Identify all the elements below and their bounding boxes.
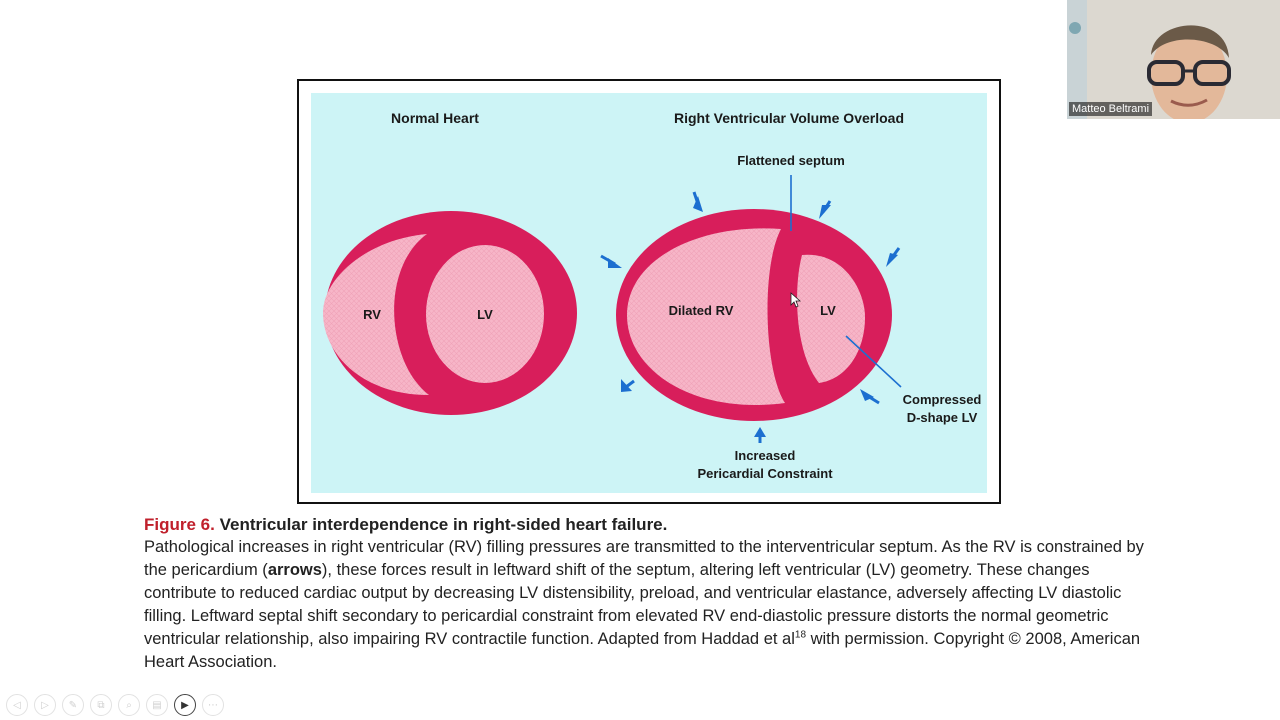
caption-arrows-word: arrows (267, 561, 322, 579)
pericardial-arrows (600, 191, 901, 443)
heart-diagram: Normal Heart Right Ventricular Volume Ov… (311, 93, 987, 493)
lv-label-overload: LV (820, 303, 836, 318)
d-shape-lv-chamber (797, 254, 865, 383)
more-icon[interactable]: ⋯ (202, 694, 224, 716)
pen-icon[interactable]: ✎ (62, 694, 84, 716)
flattened-septum-label: Flattened septum (737, 153, 845, 168)
participant-video-tile[interactable]: Matteo Beltrami (1067, 0, 1280, 119)
subtitle-icon[interactable]: ▤ (146, 694, 168, 716)
copy-icon[interactable]: ⧉ (90, 694, 112, 716)
prev-icon[interactable]: ◁ (6, 694, 28, 716)
increased-label-2: Pericardial Constraint (697, 466, 833, 481)
arrow-icon (865, 393, 880, 405)
lv-label-normal: LV (477, 307, 493, 322)
caption-text-3: with permission. Copyright © 2008, Ameri… (144, 630, 1141, 671)
caption-reference: 18 (794, 629, 807, 641)
caption-body: Pathological increases in right ventricu… (144, 536, 1154, 674)
compressed-lv-pointer-line (845, 335, 902, 388)
video-icon[interactable]: ▶ (174, 694, 196, 716)
arrow-icon (886, 253, 898, 267)
arrow-icon (692, 191, 701, 208)
caption-title-line: Figure 6. Ventricular interdependence in… (144, 513, 1154, 536)
zoom-icon[interactable]: ⌕ (118, 694, 140, 716)
arrow-icon (889, 247, 901, 260)
participant-name: Matteo Beltrami (1069, 102, 1153, 116)
normal-rv-chamber (323, 234, 429, 395)
dilated-rv-chamber (627, 228, 785, 405)
next-icon[interactable]: ▷ (34, 694, 56, 716)
normal-heart-title: Normal Heart (391, 110, 479, 126)
arrow-icon (754, 427, 766, 437)
overload-heart (616, 209, 892, 421)
arrow-icon (819, 205, 831, 219)
figure-number: Figure 6. (144, 515, 215, 534)
caption-text-2: ), these forces result in leftward shift… (144, 561, 1122, 648)
figure-caption: Figure 6. Ventricular interdependence in… (144, 513, 1154, 674)
dilated-rv-label: Dilated RV (669, 303, 734, 318)
compressed-lv-label-1: Compressed (903, 392, 982, 407)
normal-lv-chamber (426, 245, 544, 383)
overload-heart-title: Right Ventricular Volume Overload (674, 110, 904, 126)
participant-video (1067, 0, 1280, 119)
figure-frame: Normal Heart Right Ventricular Volume Ov… (297, 79, 1001, 504)
arrow-icon (821, 200, 832, 213)
caption-title: Ventricular interdependence in right-sid… (219, 515, 668, 534)
normal-heart (323, 211, 577, 415)
mouse-cursor-icon (790, 292, 802, 308)
increased-label-1: Increased (735, 448, 796, 463)
arrow-icon (600, 254, 616, 266)
presentation-toolbar: ◁ ▷ ✎ ⧉ ⌕ ▤ ▶ ⋯ (6, 694, 224, 716)
compressed-lv-label-2: D-shape LV (907, 410, 978, 425)
arrow-icon (621, 379, 635, 392)
rv-label: RV (363, 307, 381, 322)
caption-text-1: Pathological increases in right ventricu… (144, 538, 1144, 579)
